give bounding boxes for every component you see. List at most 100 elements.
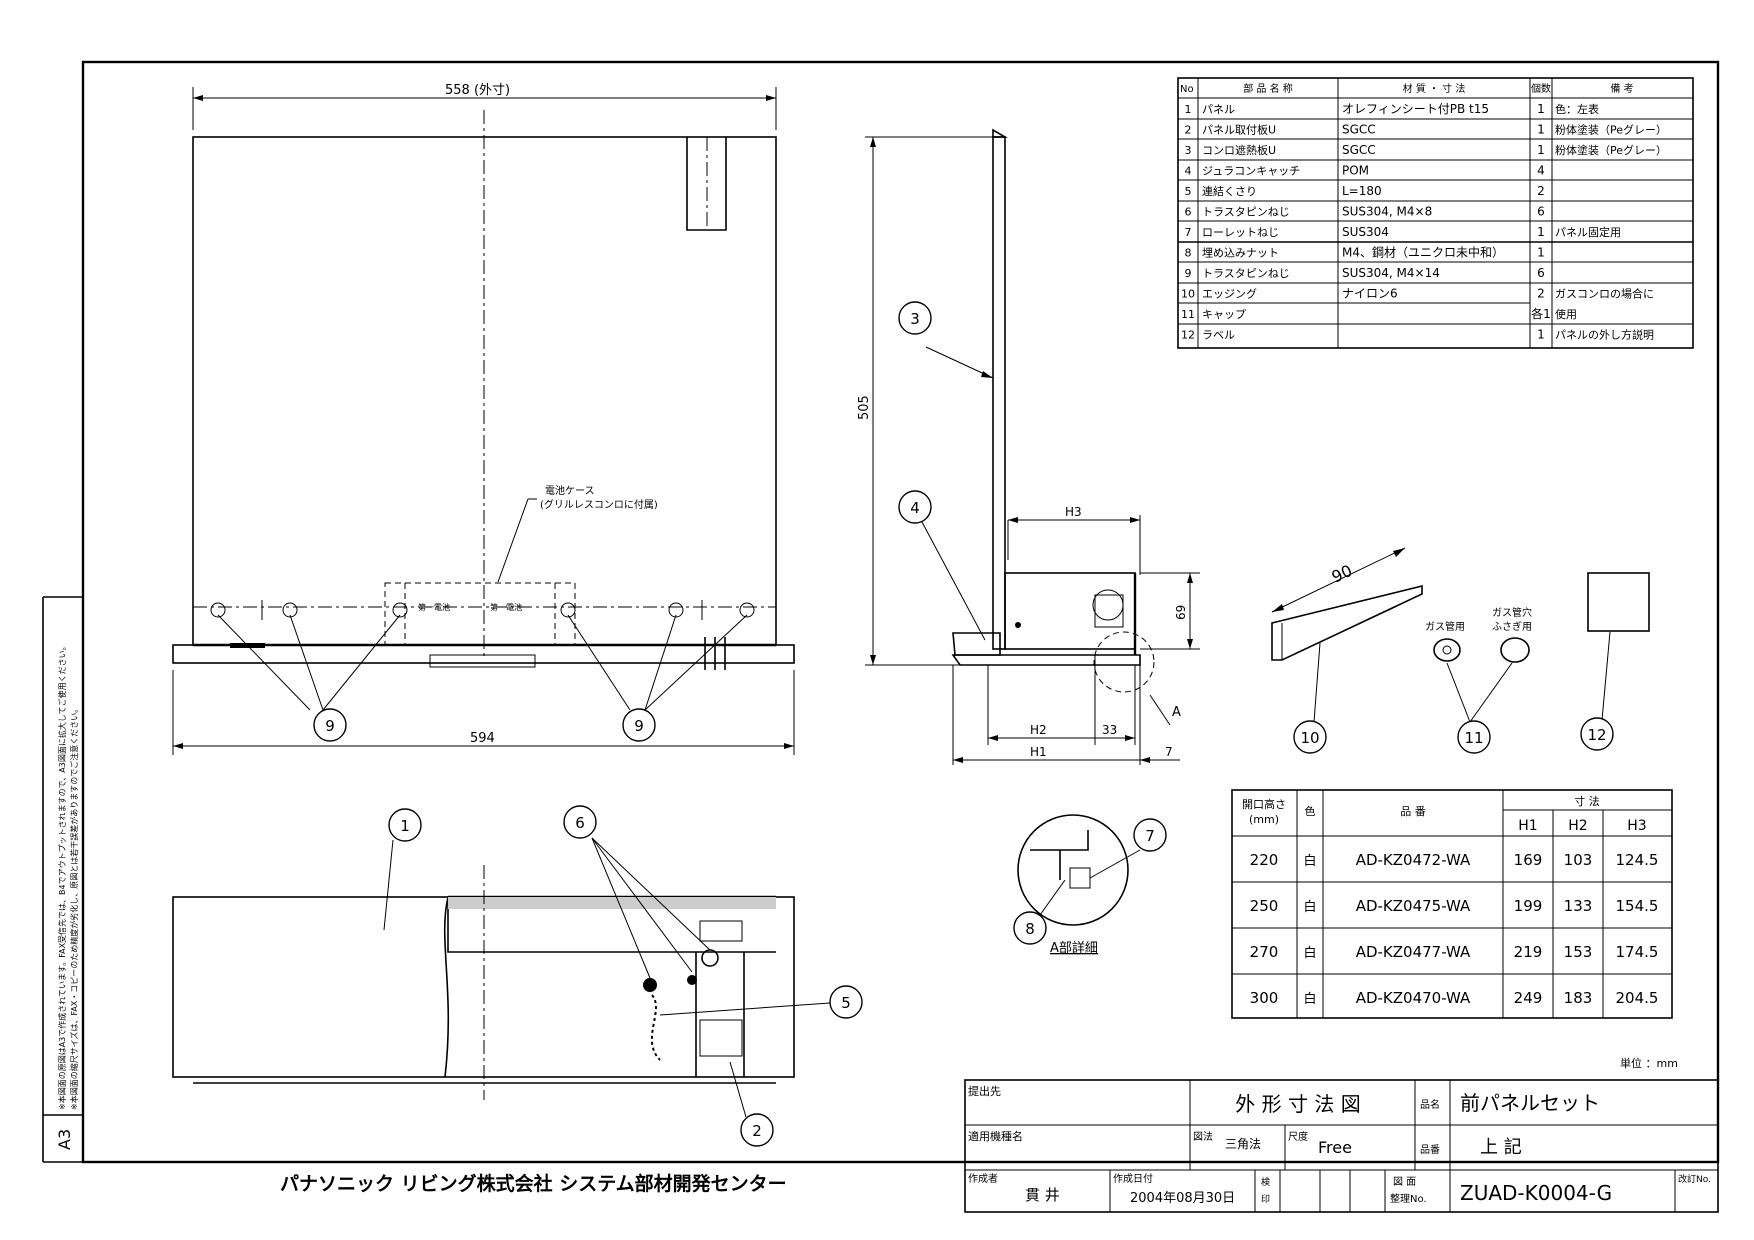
parts-row-material: POM <box>1342 164 1369 178</box>
dwg-no-value: ZUAD-K0004-G <box>1460 1181 1612 1205</box>
size-row-h2: 133 <box>1564 897 1593 915</box>
parts-row-qty: 1 <box>1537 143 1545 157</box>
hole-label-2: 第一電池 <box>490 602 522 612</box>
parts-row-material: SUS304, M4×14 <box>1342 266 1440 280</box>
parts-row-name: パネル <box>1202 103 1235 116</box>
parts-row-material: SUS304 <box>1342 225 1389 239</box>
cap-label-2: ふさぎ用 <box>1492 620 1532 633</box>
cap-label-1: ガス管穴 <box>1492 606 1532 619</box>
parts-row-no: 4 <box>1185 165 1192 178</box>
size-row-open: 270 <box>1250 943 1279 961</box>
size-header-color: 色 <box>1305 804 1316 818</box>
size-row-h3: 204.5 <box>1616 989 1659 1007</box>
part-no-label: 品番 <box>1420 1144 1440 1156</box>
gas-pipe-label: ガス管用 <box>1425 620 1465 633</box>
title-block: 提出先 外 形 寸 法 図 品名 前パネルセット 適用機種名 図法 三角法 尺度… <box>964 1079 1719 1213</box>
size-row-part: AD-KZ0477-WA <box>1356 943 1471 961</box>
parts-row-no: 2 <box>1185 124 1192 137</box>
side-dim-505: 505 <box>857 395 872 420</box>
size-row-h1: 169 <box>1514 851 1543 869</box>
size-row-part: AD-KZ0470-WA <box>1356 989 1471 1007</box>
accessories: 90 10 ガス管用 ガス管穴 ふさぎ用 11 12 <box>1271 547 1650 754</box>
parts-row-name: 埋め込みナット <box>1202 247 1279 260</box>
author-value: 貫 井 <box>1025 1186 1060 1204</box>
parts-row-no: 6 <box>1185 206 1192 219</box>
scale-label: 尺度 <box>1288 1130 1308 1143</box>
size-row-h1: 219 <box>1514 943 1543 961</box>
parts-row-no: 9 <box>1185 267 1192 280</box>
parts-row-qty: 2 <box>1537 287 1545 301</box>
detail-a-title: A部詳細 <box>1050 940 1098 956</box>
side-dim-h2: H2 <box>1030 723 1047 737</box>
parts-row-name: エッジング <box>1202 287 1257 301</box>
sheet-frame <box>81 60 1720 1164</box>
detail-a: 7 8 A部詳細 <box>1013 814 1167 956</box>
parts-row-no: 7 <box>1185 226 1192 239</box>
parts-row-remarks: 粉体塗装（Peグレー） <box>1555 143 1667 157</box>
parts-row-qty: 各1 <box>1531 306 1551 321</box>
balloon-2: 2 <box>752 1122 762 1140</box>
side-note-1: ※本図面の原図はA3で作成されています。FAX受信先では、B4でアウトプットされ… <box>57 642 67 1110</box>
front-dim-bottom: 594 <box>470 731 495 746</box>
parts-row-no: 1 <box>1185 103 1192 116</box>
size-row-open: 250 <box>1250 897 1279 915</box>
hole-label-1: 第一電池 <box>418 602 450 612</box>
size-header-h3: H3 <box>1627 818 1646 834</box>
size-row-h3: 174.5 <box>1616 943 1659 961</box>
parts-row-name: パネル取付板U <box>1202 123 1276 137</box>
model-label: 適用機種名 <box>968 1129 1023 1143</box>
parts-row-name: ラベル <box>1202 329 1235 342</box>
parts-row-qty: 2 <box>1537 184 1545 198</box>
parts-row-material: ナイロン6 <box>1342 287 1398 301</box>
size-header-h2: H2 <box>1568 818 1587 834</box>
submit-to-label: 提出先 <box>968 1084 1001 1098</box>
balloon-3: 3 <box>910 310 920 328</box>
parts-header-no: No <box>1180 84 1194 95</box>
sheet-size-mark: A3 <box>55 1129 74 1150</box>
parts-row-remarks: ガスコンロの場合に <box>1555 287 1654 301</box>
side-dim-7: 7 <box>1165 745 1173 759</box>
parts-row-remarks: 使用 <box>1555 308 1577 321</box>
drawing-type: 外 形 寸 法 図 <box>1235 1092 1360 1116</box>
author-label: 作成者 <box>968 1173 998 1185</box>
balloon-6: 6 <box>575 814 585 832</box>
balloon-9a: 9 <box>325 717 335 735</box>
revision-label: 改訂No. <box>1678 1173 1711 1185</box>
parts-row-no: 11 <box>1181 308 1195 321</box>
parts-row-qty: 6 <box>1537 266 1545 280</box>
size-header-dim: 寸 法 <box>1574 794 1600 808</box>
parts-header-name: 部 品 名 称 <box>1243 82 1293 95</box>
parts-row-qty: 6 <box>1537 205 1545 219</box>
size-header-mm: (mm) <box>1249 813 1279 826</box>
balloon-4: 4 <box>910 499 920 517</box>
parts-row-name: コンロ遮熱板U <box>1202 143 1276 157</box>
parts-row-qty: 4 <box>1537 164 1545 178</box>
parts-row-qty: 1 <box>1537 328 1545 342</box>
parts-header-remarks: 備 考 <box>1610 82 1633 95</box>
size-row-color: 白 <box>1303 853 1316 869</box>
size-header-h1: H1 <box>1518 818 1537 834</box>
size-row-h1: 249 <box>1514 989 1543 1007</box>
projection-label: 図法 <box>1193 1130 1213 1143</box>
size-header-part: 品 番 <box>1400 805 1426 818</box>
parts-row-name: キャップ <box>1202 308 1246 321</box>
date-label: 作成日付 <box>1113 1172 1153 1185</box>
name-value: 前パネルセット <box>1460 1091 1600 1115</box>
battery-note-2: (グリルレスコンロに付属) <box>540 498 658 511</box>
size-row-color: 白 <box>1303 899 1316 915</box>
size-row-h2: 183 <box>1564 989 1593 1007</box>
size-row-h2: 103 <box>1564 851 1593 869</box>
balloon-10: 10 <box>1300 729 1319 747</box>
side-dim-h3: H3 <box>1065 505 1082 519</box>
parts-row-no: 12 <box>1181 329 1195 342</box>
balloon-9b: 9 <box>634 717 644 735</box>
parts-row-no: 5 <box>1185 185 1192 198</box>
top-view: 1 6 5 2 <box>172 805 863 1147</box>
parts-header-qty: 個数 <box>1531 82 1551 95</box>
size-header-open: 開口高さ <box>1242 797 1286 811</box>
check-label-2: 印 <box>1261 1193 1270 1205</box>
parts-row-qty: 1 <box>1537 225 1545 239</box>
parts-row-qty: 1 <box>1537 246 1545 260</box>
company-name: パナソニック リビング株式会社 システム部材開発センター <box>280 1172 787 1195</box>
